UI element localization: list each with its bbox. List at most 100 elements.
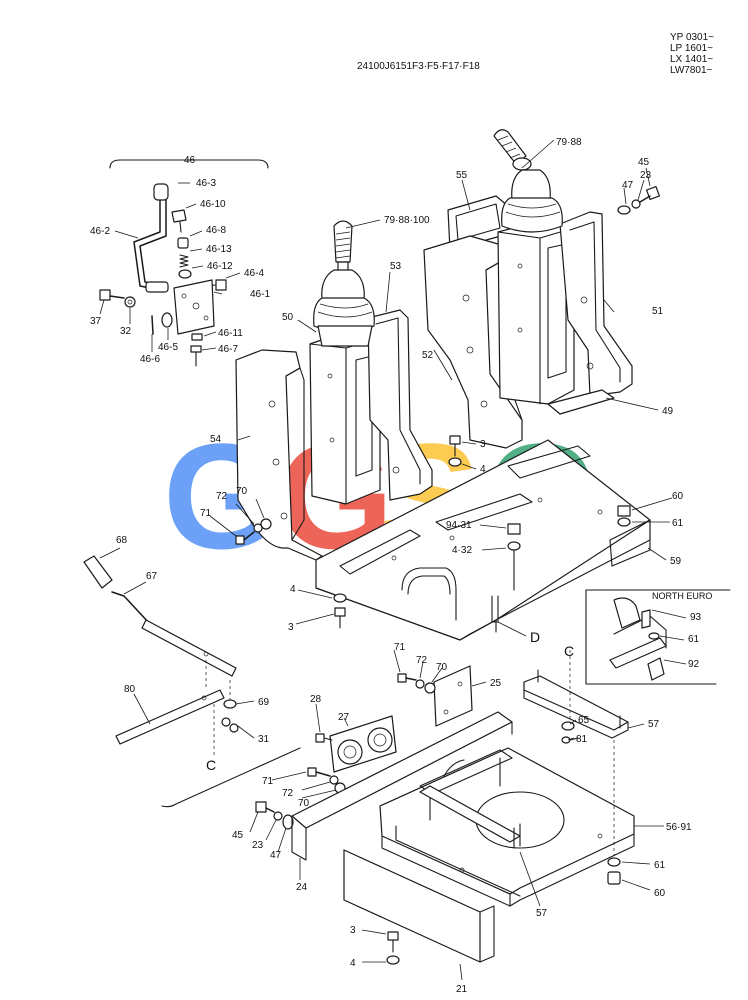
label-70-upper: 70: [236, 486, 248, 497]
bolt-71-mid: [397, 673, 417, 683]
bar-80: [115, 689, 225, 745]
label-61-inset: 61: [688, 634, 700, 645]
label-21: 21: [456, 984, 468, 995]
label-25: 25: [490, 678, 502, 689]
label-C-lower: C: [206, 757, 216, 773]
washer-72-lower: [329, 775, 339, 785]
nut-31: [221, 717, 239, 733]
bolt-3-plate: [449, 435, 461, 457]
label-69: 69: [258, 697, 270, 708]
label-60-top: 60: [672, 491, 684, 502]
pin-46-12: [178, 269, 192, 279]
side-panel-53: [367, 309, 433, 501]
washer-4-bottom: [386, 955, 400, 965]
label-23-lower: 23: [252, 840, 264, 851]
label-47-top: 47: [622, 180, 634, 191]
rail-57-upper: [523, 650, 629, 739]
label-46: 46: [184, 155, 196, 166]
cover-21: [343, 849, 495, 963]
label-37: 37: [90, 316, 102, 327]
label-94-31: 94·31: [446, 520, 472, 531]
label-72-mid: 72: [416, 655, 428, 666]
label-4-plate: 4: [480, 464, 486, 475]
label-23-top: 23: [640, 170, 652, 181]
label-81: 81: [576, 734, 588, 745]
screw-46-10: [171, 209, 187, 233]
bolt-28: [315, 733, 333, 743]
label-C-upper: C: [564, 643, 574, 659]
part-code: 24100J6151F3·F5·F17·F18: [357, 61, 480, 72]
plate-46-1: [173, 279, 215, 335]
label-71-upper: 71: [200, 508, 212, 519]
washer-32: [124, 296, 136, 308]
label-46-3: 46-3: [196, 178, 216, 189]
serial-lp: LP 1601~: [670, 43, 713, 54]
nut-46-11: [191, 333, 203, 341]
washer-72-mid: [415, 679, 425, 689]
label-3-left: 3: [288, 622, 294, 633]
dashed-guides: [205, 660, 231, 756]
label-50: 50: [282, 312, 294, 323]
washer-4-left: [333, 593, 347, 603]
bolt-45-lower: [255, 801, 275, 813]
joystick-left-79-88-100: [313, 220, 375, 347]
washer-47-lower: [282, 814, 294, 830]
kit-46-bracket: [109, 159, 269, 169]
serial-lw: LW7801~: [670, 65, 713, 76]
label-57-upper: 57: [648, 719, 660, 730]
knob-46-3: [153, 183, 169, 201]
label-71-mid: 71: [394, 642, 406, 653]
label-28: 28: [310, 694, 322, 705]
bracket-25: [433, 665, 473, 727]
label-92: 92: [688, 659, 700, 670]
washer-61-lower: [607, 857, 621, 867]
base-plate-49: [547, 389, 615, 415]
label-46-1: 46-1: [250, 289, 270, 300]
label-52: 52: [422, 350, 434, 361]
part-labels: 46 46-3 46-10 46-2 46-8 46-13 46-12 46-4…: [90, 137, 712, 995]
sleeve-46-8: [177, 237, 189, 249]
washer-23-lower: [273, 811, 283, 821]
pivot-shaft: [145, 281, 169, 293]
nut-60-top: [617, 505, 631, 517]
column-right: [497, 219, 575, 405]
lever-46-2: [133, 197, 167, 291]
label-51: 51: [652, 306, 664, 317]
label-67: 67: [146, 571, 158, 582]
bolt-45-top: [639, 185, 661, 203]
bolt-71-upper: [235, 531, 255, 545]
washer-65: [561, 721, 575, 731]
inset-north-euro: [585, 589, 731, 685]
washer-46-5: [161, 312, 173, 328]
nut-94-31: [507, 523, 521, 535]
label-46-4: 46-4: [244, 268, 264, 279]
inset-title: NORTH EURO: [652, 591, 712, 601]
label-72-lower: 72: [282, 788, 294, 799]
bracket-57-lower: [419, 785, 521, 849]
label-70-mid: 70: [436, 662, 448, 673]
label-54: 54: [210, 434, 222, 445]
washer-61-top: [617, 517, 631, 527]
washer-69: [223, 699, 237, 709]
label-79-88-100: 79·88·100: [384, 215, 430, 226]
leader-lines: [99, 139, 687, 981]
bolt-3-left: [334, 607, 346, 629]
label-32: 32: [120, 326, 132, 337]
label-61-top: 61: [672, 518, 684, 529]
frame-24: [291, 711, 513, 861]
label-46-2: 46-2: [90, 226, 110, 237]
side-panel-54: [235, 349, 323, 561]
label-31: 31: [258, 734, 270, 745]
label-D: D: [530, 629, 540, 645]
bolt-3-bottom: [387, 931, 399, 953]
label-47-lower: 47: [270, 850, 282, 861]
label-71-lower: 71: [262, 776, 274, 787]
screw-46-7: [190, 345, 202, 367]
joystick-right-79-88: [493, 129, 563, 233]
washer-23-top: [631, 199, 641, 209]
label-60-lower: 60: [654, 888, 666, 899]
label-46-12: 46-12: [207, 261, 233, 272]
label-4-bottom: 4: [350, 958, 356, 969]
